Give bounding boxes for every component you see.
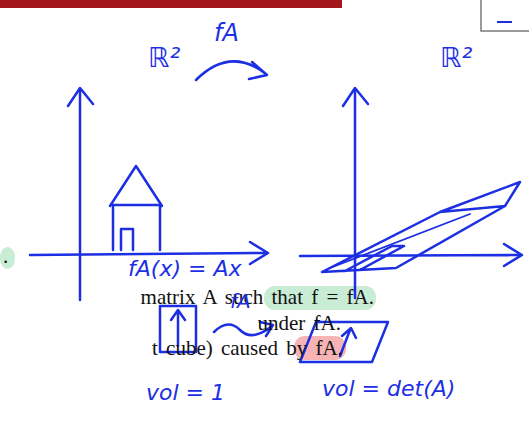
slide-text: matrix A such that f = fA. [141, 285, 374, 309]
page-box [481, 0, 529, 31]
formula-note: fA(x) = Ax [128, 256, 241, 281]
x-axis [300, 244, 522, 266]
map-label: fA [230, 290, 251, 313]
slide-text: under fA. [258, 311, 341, 335]
volume-note: vol = det(A) [322, 376, 455, 401]
slide-text: t cube) caused by fA. [152, 336, 343, 360]
y-axis [68, 88, 93, 300]
sheared-house [322, 182, 520, 272]
map-arrow [196, 61, 267, 80]
volume-note: vol = 1 [146, 380, 225, 405]
sheared-house [330, 214, 470, 268]
space-label: ℝ² [148, 42, 180, 73]
map-label: fA [214, 20, 239, 48]
house [110, 166, 162, 250]
page-mark [497, 21, 512, 23]
slide-text: . [3, 244, 8, 268]
title-bar [0, 0, 342, 8]
space-label: ℝ² [440, 42, 472, 73]
